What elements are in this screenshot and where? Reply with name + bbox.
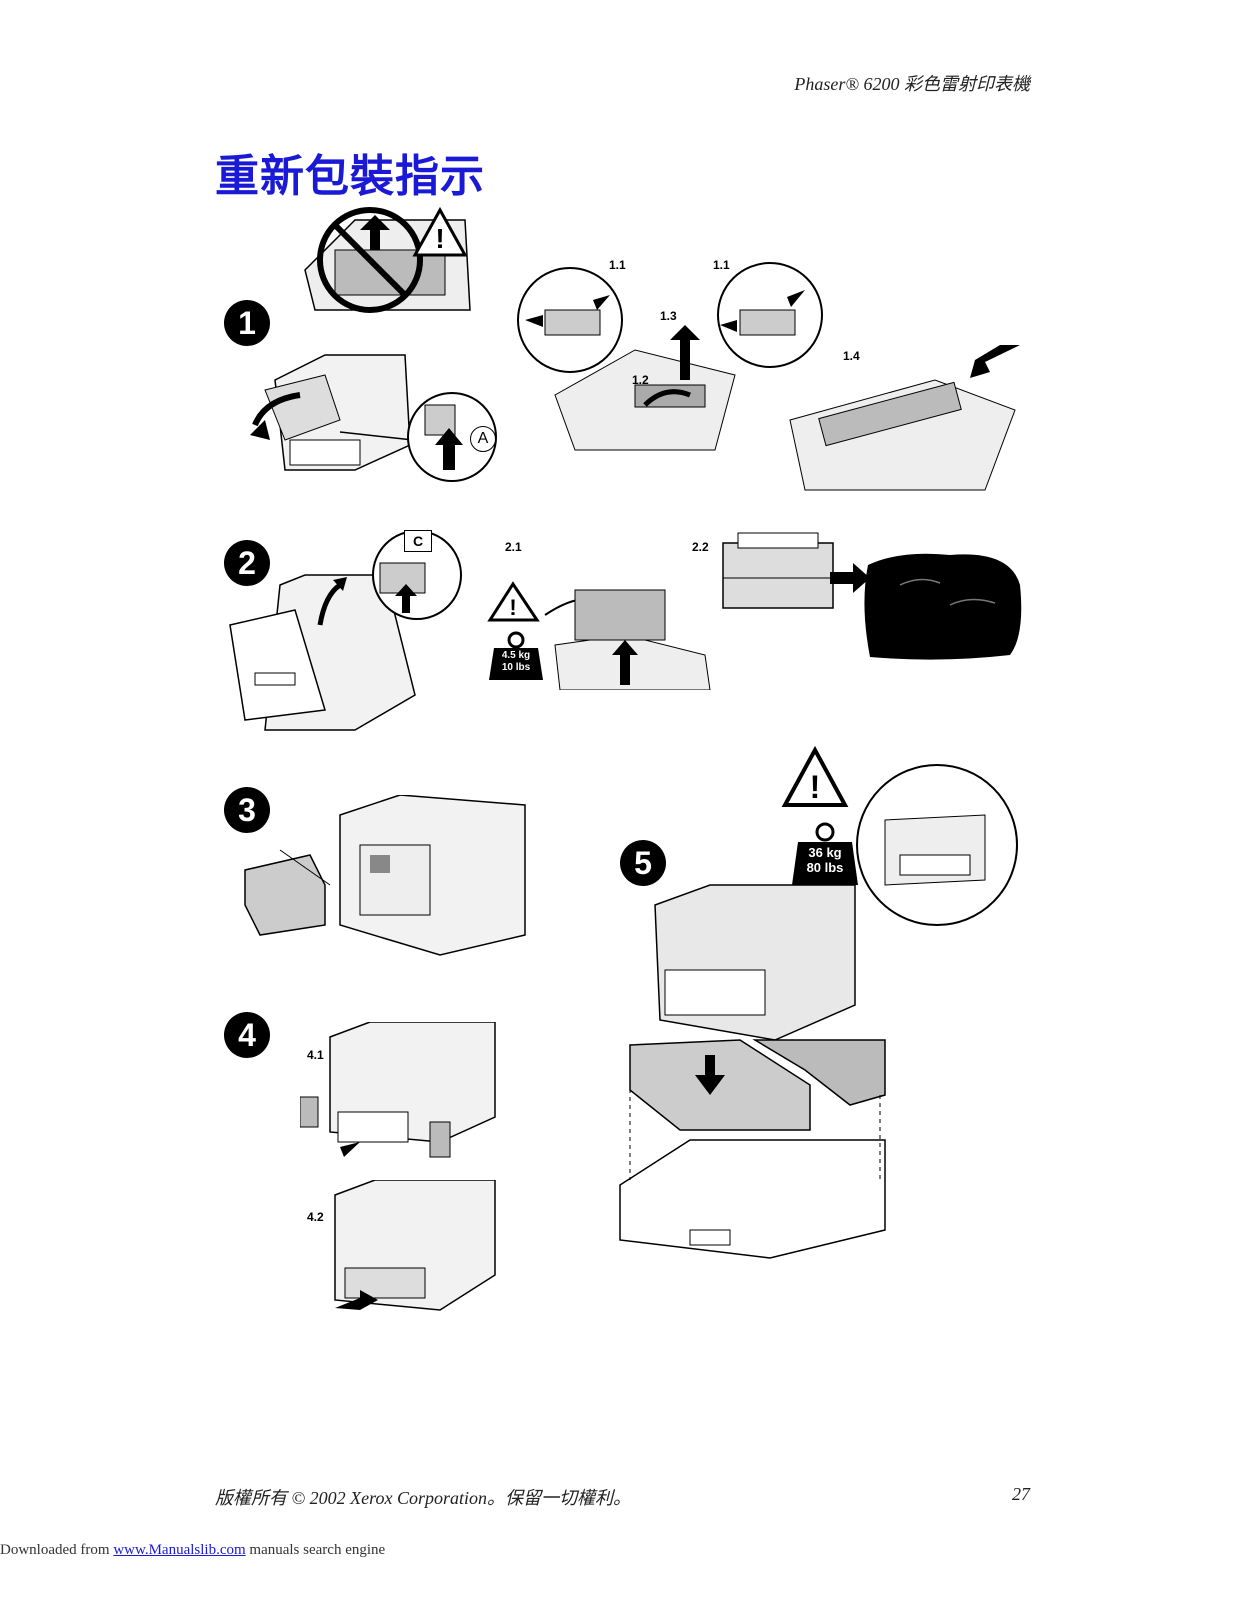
sub-label-4-1: 4.1 xyxy=(307,1048,324,1062)
step-5-badge: 5 xyxy=(620,840,666,886)
printer-repack-box-illustration xyxy=(619,884,886,1259)
sub-label-2-1: 2.1 xyxy=(505,540,522,554)
black-bag-illustration xyxy=(864,553,1022,660)
transfer-roller-removal-illustration xyxy=(517,262,823,451)
printer-open-front-illustration xyxy=(250,354,414,471)
svg-text:!: ! xyxy=(509,595,516,620)
copyright-footer: 版權所有 © 2002 Xerox Corporation。保留一切權利。 xyxy=(215,1488,632,1508)
tray-insert-illustration xyxy=(334,1180,496,1311)
svg-text:!: ! xyxy=(810,769,821,805)
download-prefix: Downloaded from xyxy=(0,1542,114,1558)
tray-removal-illustration xyxy=(300,1022,496,1158)
manualslib-link[interactable]: www.Manualslib.com xyxy=(113,1542,246,1558)
printer-open-top-illustration xyxy=(229,574,416,731)
arrow-right-icon xyxy=(830,563,870,593)
sub-label-1-1b: 1.1 xyxy=(713,258,730,272)
download-note: Downloaded from www.Manualslib.com manua… xyxy=(0,1542,385,1559)
rear-cover-removal-illustration xyxy=(244,795,526,956)
running-header: Phaser® 6200 彩色雷射印表機 xyxy=(794,74,1030,94)
step-3-badge: 3 xyxy=(224,787,270,833)
callout-a-label: A xyxy=(470,426,496,452)
page-title: 重新包裝指示 xyxy=(215,151,485,202)
large-weight-kg: 36 kg xyxy=(808,845,842,860)
weight-icon-small xyxy=(489,631,543,680)
svg-text:!: ! xyxy=(435,223,444,254)
large-weight-lbs: 80 lbs xyxy=(806,859,844,875)
step-2-badge: 2 xyxy=(224,540,270,586)
step-1-badge: 1 xyxy=(224,300,270,346)
weight-icon-large xyxy=(792,822,858,885)
sub-label-1-3: 1.3 xyxy=(660,309,677,323)
no-lift-warning-illustration: ! xyxy=(304,206,471,313)
small-weight-lbs: 10 lbs xyxy=(501,661,531,673)
sub-label-4-2: 4.2 xyxy=(307,1210,324,1224)
imaging-unit-lift-illustration xyxy=(544,589,711,690)
sub-label-2-2: 2.2 xyxy=(692,540,709,554)
roller-into-bag-illustration xyxy=(789,345,1020,491)
imaging-unit-illustration xyxy=(722,532,834,609)
callout-c-label: C xyxy=(404,530,432,552)
warning-icon-large: ! xyxy=(781,745,849,807)
sub-label-1-2: 1.2 xyxy=(632,373,649,387)
sub-label-1-4: 1.4 xyxy=(843,349,860,363)
warning-icon-small: ! xyxy=(487,581,540,622)
two-person-lift-zoom-circle xyxy=(856,764,1018,926)
sub-label-1-1a: 1.1 xyxy=(609,258,626,272)
page-number: 27 xyxy=(1012,1484,1030,1504)
download-suffix: manuals search engine xyxy=(245,1542,386,1558)
latch-zoom-circle xyxy=(407,392,497,482)
callout-c-zoom-circle xyxy=(372,530,462,620)
step-4-badge: 4 xyxy=(224,1012,270,1058)
small-weight-kg: 4.5 kg xyxy=(501,650,531,661)
